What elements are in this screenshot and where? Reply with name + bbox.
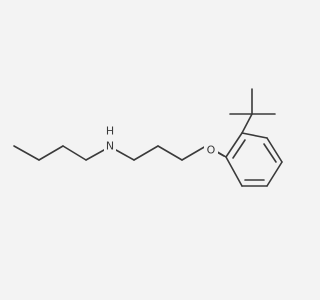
bond-c4-n1: [85, 149, 105, 161]
bond-r2-r3: [241, 132, 268, 139]
hydrogen-label: H: [106, 125, 114, 138]
bond-r1-r2: [225, 132, 243, 158]
bond-r6-r1: [225, 156, 243, 187]
oxygen-label: O: [207, 144, 216, 157]
bond-r3-r4-inner: [263, 143, 277, 163]
bonds-layer: [13, 88, 283, 187]
bond-r4-r5: [266, 161, 283, 187]
bond-c3-c4: [62, 145, 87, 161]
bond-c2-c3: [38, 145, 64, 161]
nitrogen-atom: N: [104, 139, 116, 153]
bond-r2-t0: [241, 113, 253, 134]
bond-c5-c6: [133, 145, 159, 161]
bond-r1-r2-inner: [232, 139, 246, 159]
bond-n1-c5: [115, 149, 135, 161]
amine-hydrogen: H: [104, 124, 116, 138]
bond-c6-c7: [157, 145, 183, 161]
bond-r3-r4: [266, 137, 283, 163]
bond-c1-c2: [13, 145, 40, 161]
nitrogen-label: N: [106, 140, 114, 153]
oxygen-atom: O: [204, 143, 218, 157]
atom-labels: N H O: [104, 124, 218, 157]
bond-c7-c8: [181, 145, 207, 161]
molecule-structure: N H O: [13, 88, 283, 187]
